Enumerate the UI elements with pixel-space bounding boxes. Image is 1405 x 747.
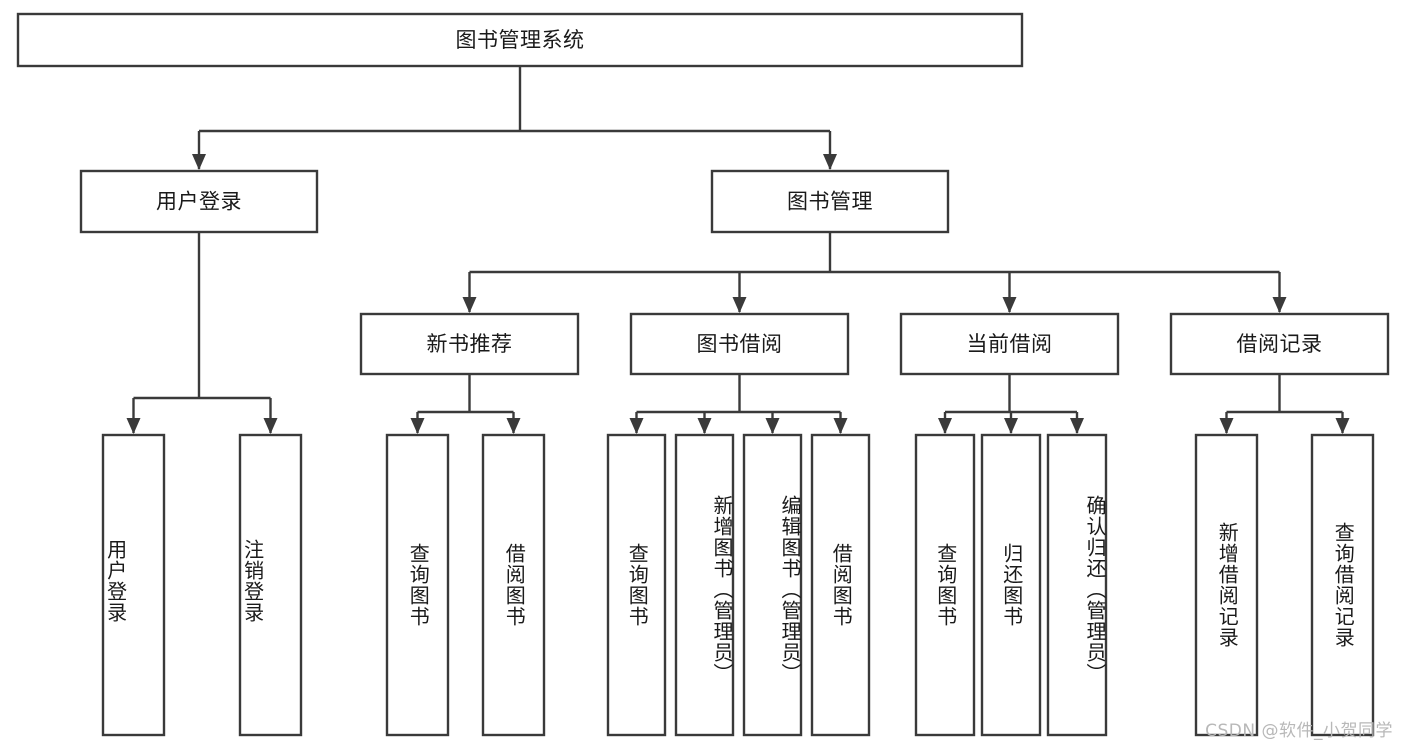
arrow-head-icon (1004, 418, 1018, 434)
node-box-leaf-user-login[interactable] (101, 433, 166, 737)
arrow-head-icon (192, 154, 206, 170)
node-box-leaf-query-book-rec[interactable] (385, 433, 450, 737)
arrow-head-icon (765, 418, 780, 434)
node-label-borrow-record: 借阅记录 (1237, 332, 1323, 356)
node-label-book-borrow: 图书借阅 (697, 332, 783, 356)
arrow-head-icon (126, 418, 141, 434)
arrow-head-icon (462, 297, 477, 313)
watermark-text: CSDN @软件_小贺同学 (1205, 721, 1393, 741)
node-box-book-borrow[interactable] (629, 312, 850, 376)
node-box-leaf-borrow-book-rec[interactable] (481, 433, 546, 737)
node-label-user-login: 用户登录 (156, 190, 242, 214)
arrow-head-icon (938, 418, 952, 434)
arrow-head-icon (1335, 418, 1350, 434)
node-box-current-borrow[interactable] (899, 312, 1120, 376)
node-label-current-borrow: 当前借阅 (967, 332, 1053, 356)
node-label-book-manage: 图书管理 (787, 190, 873, 214)
arrow-head-icon (732, 297, 747, 313)
arrow-head-icon (1070, 418, 1084, 434)
node-box-leaf-add-borrow-record[interactable] (1194, 433, 1259, 737)
node-box-leaf-add-book-admin[interactable] (674, 433, 735, 737)
node-box-borrow-record[interactable] (1169, 312, 1390, 376)
node-box-user-login[interactable] (79, 169, 319, 234)
node-box-leaf-query-book-borrow[interactable] (606, 433, 667, 737)
arrow-head-icon (833, 418, 848, 434)
node-box-leaf-confirm-return-admin[interactable] (1046, 433, 1108, 737)
node-box-root[interactable] (16, 12, 1024, 68)
arrow-head-icon (506, 418, 521, 434)
boxes-layer (16, 12, 1390, 737)
node-label-root: 图书管理系统 (456, 28, 585, 52)
node-label-new-book-recommend: 新书推荐 (427, 332, 513, 356)
arrow-head-icon (697, 418, 712, 434)
node-box-leaf-query-book-current[interactable] (914, 433, 976, 737)
node-box-book-manage[interactable] (710, 169, 950, 234)
node-box-leaf-return-book[interactable] (980, 433, 1042, 737)
arrow-head-icon (629, 418, 644, 434)
arrow-head-icon (823, 154, 837, 170)
node-box-leaf-borrow-book[interactable] (810, 433, 871, 737)
node-box-leaf-logout[interactable] (238, 433, 303, 737)
node-box-new-book-recommend[interactable] (359, 312, 580, 376)
arrow-head-icon (263, 418, 278, 434)
arrow-head-icon (1272, 297, 1287, 313)
connectors-layer (126, 66, 1350, 434)
arrow-head-icon (410, 418, 425, 434)
arrow-head-icon (1002, 297, 1017, 313)
node-box-leaf-edit-book-admin[interactable] (742, 433, 803, 737)
node-box-leaf-query-borrow-record[interactable] (1310, 433, 1375, 737)
arrow-head-icon (1219, 418, 1234, 434)
